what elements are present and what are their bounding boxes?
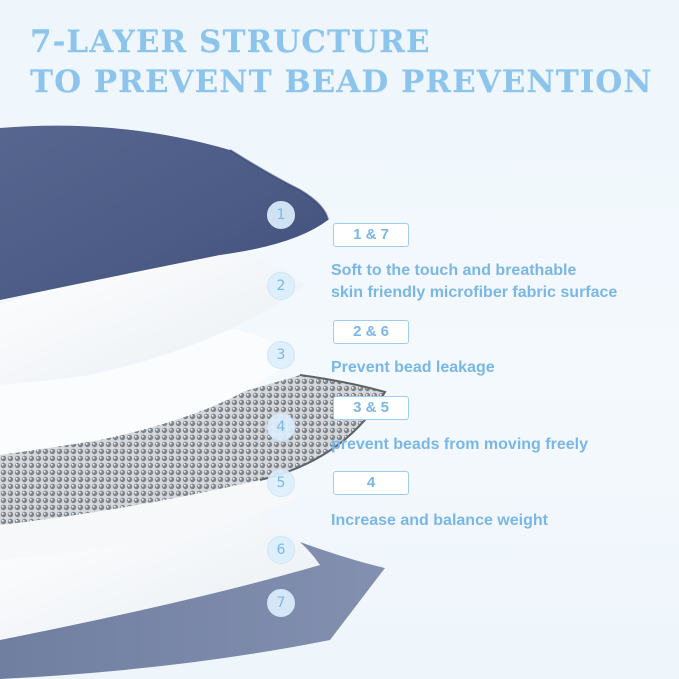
badge-layer-4: 4 xyxy=(333,471,409,495)
description-layers-2-6: Prevent bead leakage xyxy=(331,359,495,376)
layer-number-7: 7 xyxy=(267,589,295,617)
layer-number-3: 3 xyxy=(267,341,295,369)
layer-4-bead-layer xyxy=(0,375,385,525)
description-layers-1-7-line-2: skin friendly microfiber fabric surface xyxy=(331,284,618,301)
badge-layers-3-5: 3 & 5 xyxy=(333,396,409,420)
badge-layers-1-7: 1 & 7 xyxy=(333,223,409,247)
description-layer-4: Increase and balance weight xyxy=(331,512,548,529)
title-line-1: 7-LAYER STRUCTURE xyxy=(30,24,431,60)
badge-layers-2-6: 2 & 6 xyxy=(333,320,409,344)
description-layers-1-7-line-1: Soft to the touch and breathable xyxy=(331,262,577,279)
layer-number-2: 2 xyxy=(267,272,295,300)
layer-number-4: 4 xyxy=(267,413,295,441)
layer-1-navy-fabric xyxy=(0,125,328,300)
layer-number-5: 5 xyxy=(267,469,295,497)
layer-number-1: 1 xyxy=(267,201,295,229)
title-line-2: TO PREVENT BEAD PREVENTION xyxy=(30,64,653,100)
layer-number-6: 6 xyxy=(267,536,295,564)
description-layers-3-5: prevent beads from moving freely xyxy=(331,436,588,453)
